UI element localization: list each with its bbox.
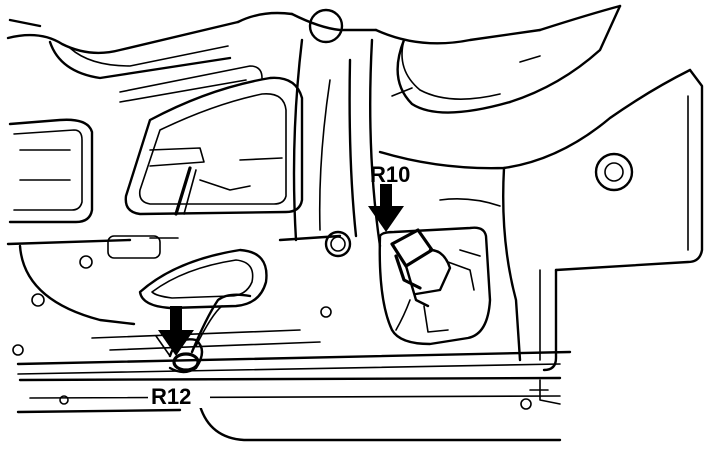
center-cutout <box>124 38 382 248</box>
right-contour <box>378 68 704 372</box>
r12-label-backing <box>148 382 210 408</box>
r12-arrow-icon <box>158 306 194 356</box>
upper-frame <box>6 4 622 114</box>
lower-panel <box>6 234 572 442</box>
r10-connector-area <box>378 226 492 346</box>
r10-label: R10 <box>370 162 410 187</box>
r12-label: R12 <box>151 384 191 409</box>
r10-arrow-icon <box>368 184 404 232</box>
